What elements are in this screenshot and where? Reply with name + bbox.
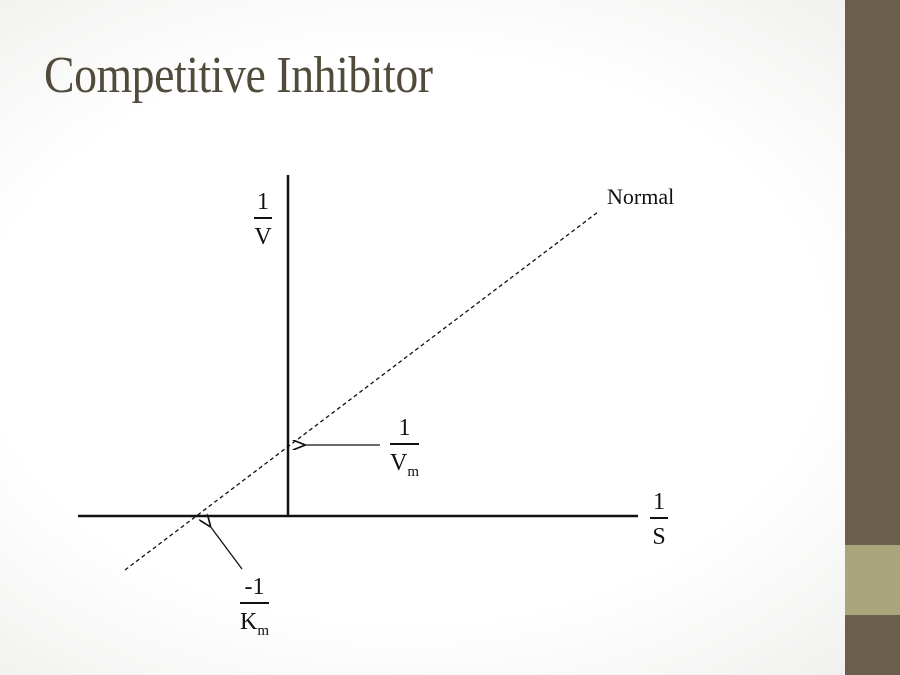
slide-title: Competitive Inhibitor [44, 47, 433, 104]
x-axis-label-numerator: 1 [650, 490, 668, 519]
y-axis-label-numerator: 1 [254, 190, 272, 219]
y-intercept-subscript: m [407, 463, 420, 480]
sidebar-accent-block [845, 545, 900, 615]
normal-line-dashed [124, 211, 599, 571]
y-axis-label: 1 V [254, 190, 272, 249]
y-intercept-numerator: 1 [390, 416, 420, 445]
normal-line-label: Normal [607, 184, 675, 209]
x-axis-label-denominator: S [652, 524, 666, 550]
y-intercept-label: 1 Vm [390, 416, 420, 480]
y-axis-label-denominator: V [254, 224, 272, 250]
x-intercept-numerator: -1 [240, 575, 270, 604]
x-axis-label: 1 S [650, 490, 668, 549]
x-intercept-subscript: m [257, 622, 270, 639]
x-intercept-label: -1 Km [240, 575, 270, 639]
y-intercept-denominator: V [390, 450, 408, 476]
x-intercept-denominator: K [240, 609, 258, 635]
x-intercept-arrow [210, 526, 243, 570]
